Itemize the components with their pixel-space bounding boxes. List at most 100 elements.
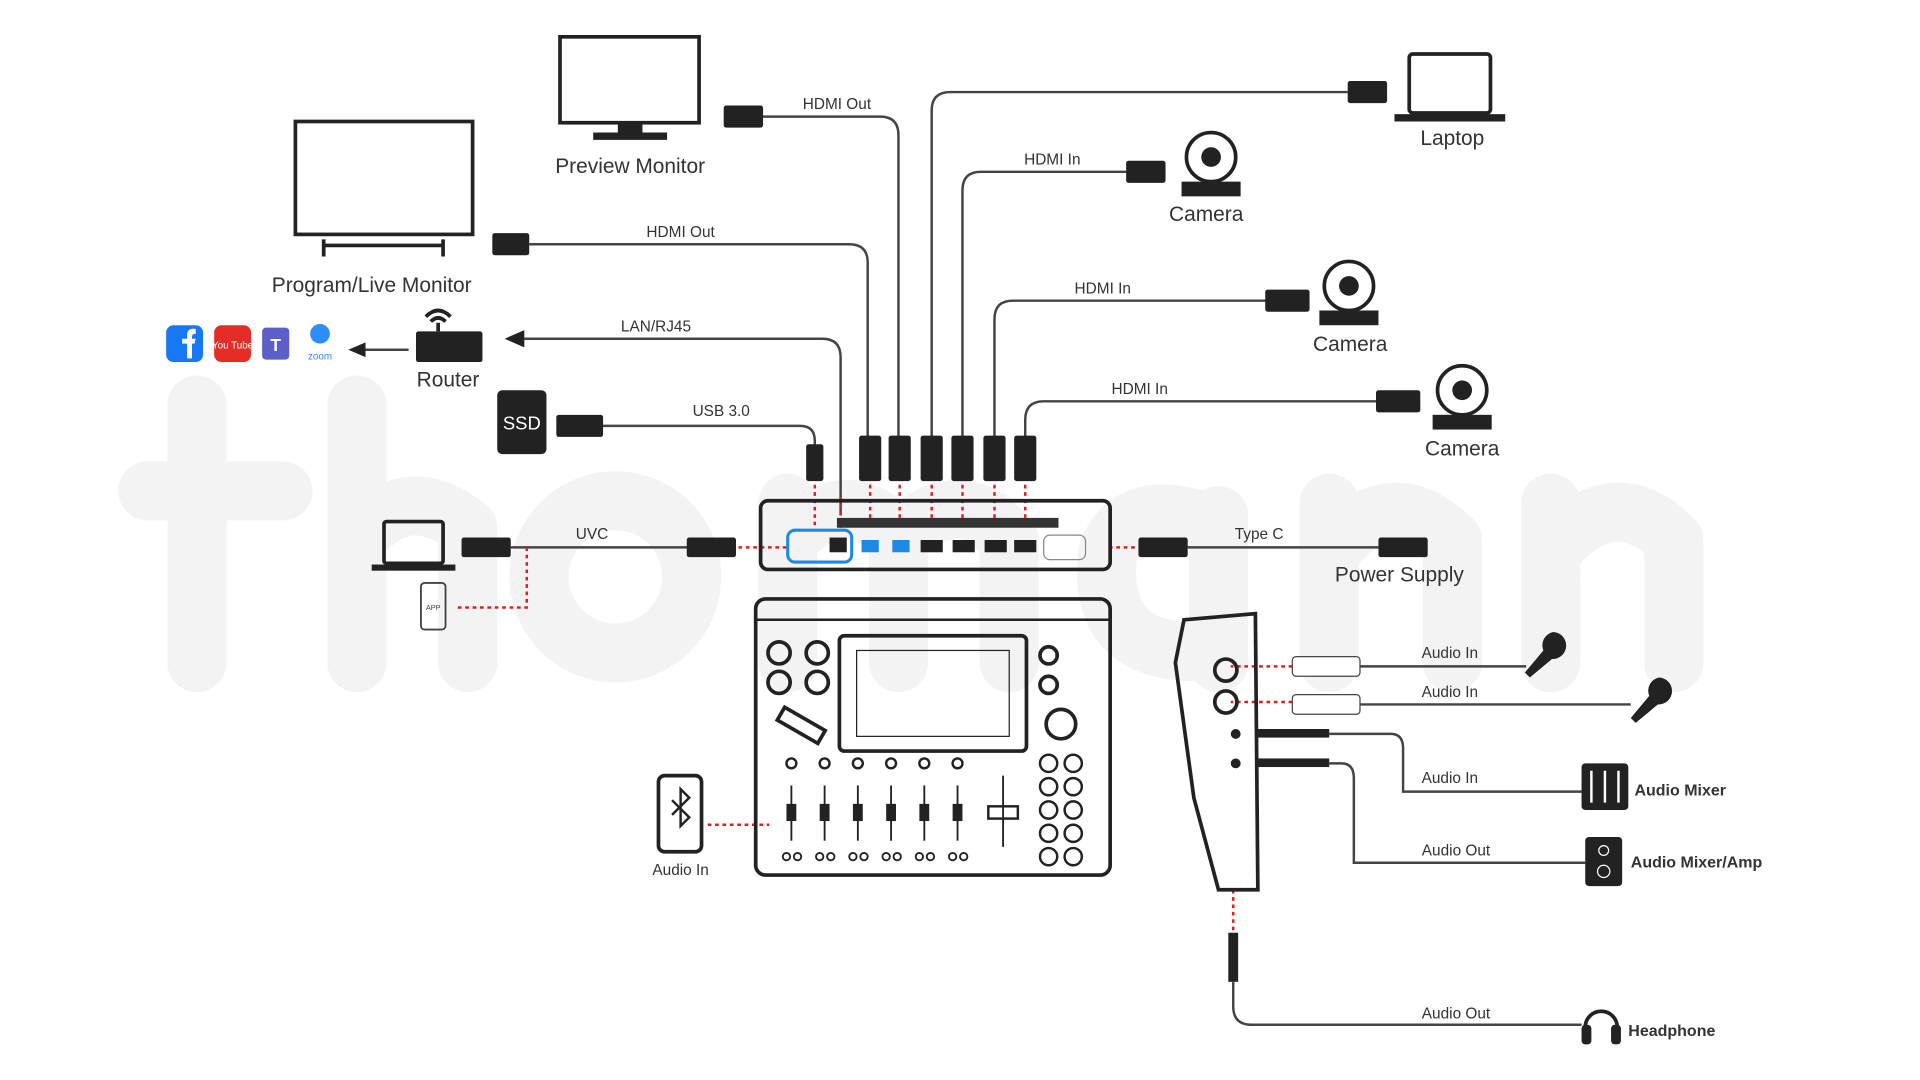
cable-camera-2: [993, 299, 1268, 442]
app-label: APP: [426, 603, 441, 612]
keypad-button: [1063, 776, 1084, 797]
program-monitor-label: Program/Live Monitor: [272, 274, 472, 297]
microphone-icon: [1524, 632, 1567, 678]
fader-knob: [919, 803, 930, 822]
audio-in-3-label: Audio In: [1422, 770, 1478, 787]
cable-camera-3: [1024, 400, 1379, 442]
audio-out-1-label: Audio Out: [1422, 842, 1491, 859]
app-phone: APP: [420, 582, 447, 631]
channel-button: [785, 757, 798, 770]
camera-3: Camera: [1425, 363, 1500, 460]
camera-1-label: Camera: [1169, 203, 1244, 226]
ssd: SSD: [497, 390, 547, 455]
cable-audio-out-2: [1232, 981, 1582, 1026]
small-button: [859, 852, 869, 862]
microphone-icon: [1630, 677, 1673, 723]
switcher-side-view: [1173, 611, 1260, 892]
power-supply-label: Power Supply: [1335, 564, 1465, 587]
hdmi-out-preview-label: HDMI Out: [803, 96, 872, 113]
channel-button: [884, 757, 898, 770]
small-button: [925, 852, 936, 862]
small-button: [959, 852, 969, 862]
audio-in-2-label: Audio In: [1422, 684, 1478, 701]
headphone: Headphone: [1581, 1009, 1715, 1045]
audio-mixer-amp: Audio Mixer/Amp: [1585, 837, 1763, 887]
bluetooth-icon: [671, 786, 691, 829]
youtube-icon-text: You Tube: [212, 341, 254, 352]
camera-3-label: Camera: [1425, 437, 1500, 460]
laptop-label: Laptop: [1420, 127, 1484, 150]
zoom-icon: [310, 324, 330, 344]
audio-mixer-amp-label: Audio Mixer/Amp: [1631, 855, 1763, 872]
keypad-button: [1063, 846, 1084, 867]
cable-camera-1: [961, 170, 1145, 442]
cables: [348, 90, 1631, 1026]
fader-knob: [952, 803, 963, 822]
keypad-button: [1038, 800, 1059, 820]
youtube-icon: [214, 325, 252, 363]
keypad-button: [1038, 846, 1059, 867]
channel-button: [818, 757, 831, 770]
fader-knob: [886, 803, 896, 822]
small-button: [881, 852, 891, 862]
small-button: [781, 852, 792, 862]
hdmi-in-2-label: HDMI In: [1075, 280, 1131, 297]
camera-2-label: Camera: [1313, 333, 1388, 356]
fader-knob: [852, 803, 863, 822]
channel-button: [851, 757, 865, 770]
zoom-icon-text: zoom: [308, 352, 332, 363]
keypad-button: [1063, 753, 1084, 774]
hdmi-plugs: [461, 81, 1428, 982]
usb-label: USB 3.0: [693, 403, 750, 420]
audio-out-2-label: Audio Out: [1422, 1006, 1491, 1023]
channel-button: [918, 757, 931, 770]
router-label: Router: [417, 369, 480, 392]
audio-mixer: Audio Mixer: [1581, 763, 1726, 810]
teams-icon-text: T: [270, 335, 281, 355]
lan-label: LAN/RJ45: [621, 318, 691, 335]
cable-audio-out-1: [1329, 762, 1586, 864]
small-button: [792, 852, 803, 862]
arrow-router: [348, 342, 366, 358]
teams-icon: [262, 327, 290, 360]
cable-laptop: [930, 90, 1348, 442]
fader-knob: [786, 803, 797, 822]
switcher-console: [753, 597, 1112, 877]
laptop-top: Laptop: [1394, 52, 1506, 150]
uvc-label: UVC: [576, 526, 608, 543]
fader-knob: [819, 803, 830, 822]
cable-hdmi-out-preview: [763, 115, 900, 442]
small-button: [826, 852, 836, 862]
hdmi-in-1-label: HDMI In: [1024, 151, 1080, 168]
keypad-button: [1063, 823, 1084, 844]
bluetooth-phone: Audio In: [652, 773, 709, 879]
hdmi-out-program-label: HDMI Out: [646, 224, 715, 241]
small-button: [848, 852, 858, 862]
small-button: [948, 852, 958, 862]
small-button: [815, 852, 825, 862]
streaming-platforms: You Tube T zoom: [166, 324, 332, 363]
typec-label: Type C: [1235, 526, 1284, 543]
channel-button: [951, 757, 964, 770]
cable-usb: [603, 424, 816, 448]
preview-monitor-label: Preview Monitor: [555, 155, 705, 178]
small-button: [914, 852, 925, 862]
speaker-icon: [1585, 837, 1623, 887]
audio-mixer-label: Audio Mixer: [1634, 782, 1726, 799]
cable-hdmi-out-program: [529, 243, 869, 442]
keypad-button: [1063, 800, 1084, 820]
keypad-button: [1038, 753, 1059, 774]
camera-1: Camera: [1169, 130, 1244, 226]
cable-lan: [523, 337, 842, 516]
preview-monitor: Preview Monitor: [555, 34, 705, 178]
arrow-lan: [504, 330, 525, 348]
hdmi-in-3-label: HDMI In: [1111, 381, 1167, 398]
small-button: [892, 852, 902, 862]
laptop-uvc: [371, 519, 456, 571]
ssd-label: SSD: [503, 413, 541, 434]
audio-in-1-label: Audio In: [1422, 645, 1478, 662]
headphone-icon: [1583, 1009, 1620, 1038]
router: Router: [416, 308, 483, 392]
camera-2: Camera: [1313, 259, 1388, 356]
switcher-rear-panel: [758, 498, 1112, 572]
